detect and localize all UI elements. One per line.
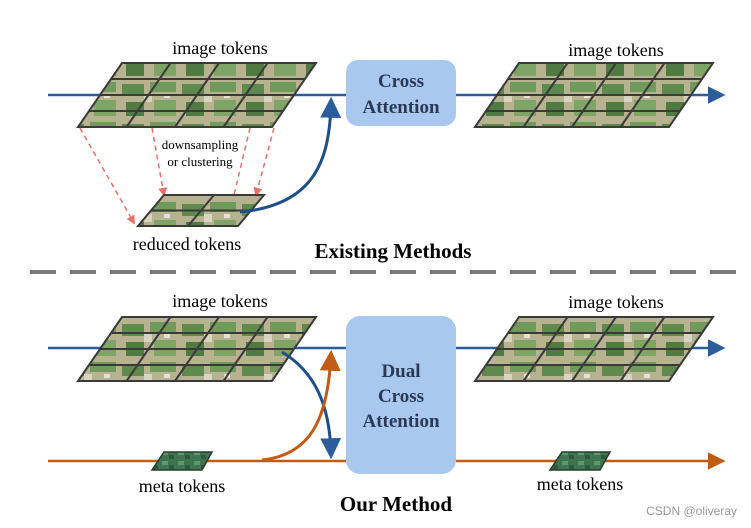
bottom-output-token-grid [473,316,715,382]
image-to-meta-arrow [281,350,342,460]
top-section-title: Existing Methods [315,239,472,263]
cross-attention-box: Cross Attention [346,60,456,126]
bottom-section-title: Our Method [340,492,453,516]
cross-attention-line-1: Cross [378,71,424,92]
meta-to-image-arrow [261,349,341,462]
bottom-input-token-grid [76,316,318,382]
meta-token-input [150,451,214,471]
top-section: image tokens downsampling or clustering … [48,38,726,263]
cross-attention-line-2: Attention [362,97,439,118]
top-output-token-grid [473,62,715,128]
dual-attention-line-3: Attention [362,411,439,432]
watermark: CSDN @oliveray [646,504,737,518]
meta-token-output [548,451,612,471]
bottom-input-label: image tokens [172,291,267,311]
dual-attention-line-1: Dual [381,361,420,382]
reduction-annotation: downsampling or clustering [162,137,239,169]
top-input-label: image tokens [172,38,267,58]
dual-cross-attention-box: Dual Cross Attention [346,316,456,474]
reduced-tokens-label: reduced tokens [133,234,241,254]
meta-input-label: meta tokens [139,476,225,496]
dual-attention-line-2: Cross [378,386,424,407]
bottom-output-label: image tokens [568,292,663,312]
top-input-token-grid [76,62,318,128]
reduction-line-2: or clustering [167,154,233,169]
reduction-lines [79,127,275,225]
reduced-to-attention-arrow [239,96,342,214]
meta-output-label: meta tokens [537,474,623,494]
reduced-token-grid [135,194,267,227]
reduction-line-1: downsampling [162,137,239,152]
top-output-label: image tokens [568,40,663,60]
bottom-section: image tokens meta tokens Dual Cross Atte… [48,291,726,516]
